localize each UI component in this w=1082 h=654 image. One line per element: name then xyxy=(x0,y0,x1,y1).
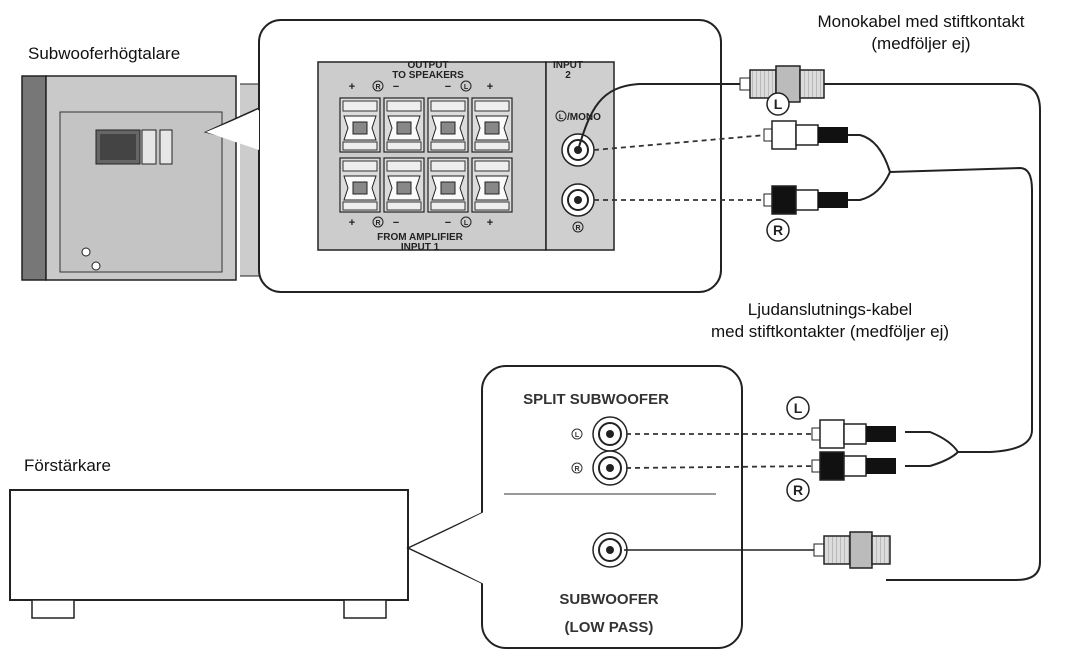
audio-cable xyxy=(848,134,1033,467)
channel-circle xyxy=(372,216,384,228)
subwoofer-speaker-label: Subwooferhögtalare xyxy=(28,44,181,63)
subwoofer-speaker xyxy=(21,75,261,281)
plug-mark-r-top: R xyxy=(766,218,790,242)
mono-l-mark: L xyxy=(559,114,564,121)
polarity-mark: + xyxy=(349,81,355,93)
input2-r-mark: R xyxy=(575,225,580,232)
input2-label-num: 2 xyxy=(565,70,571,81)
channel-mark: R xyxy=(375,220,380,227)
input2-label-top: INPUT xyxy=(553,60,583,71)
amplifier-rear-panel xyxy=(412,365,743,649)
polarity-mark: + xyxy=(487,217,493,229)
amplifier-unit xyxy=(9,489,409,619)
subwoofer-rear-panel xyxy=(206,19,722,293)
speaker-terminal xyxy=(383,157,425,213)
polarity-mark: − xyxy=(445,217,451,229)
polarity-mark: + xyxy=(487,81,493,93)
audio-cable-label-line1: Ljudanslutnings-kabel xyxy=(747,300,913,319)
mono-cable-label-line2: (medföljer ej) xyxy=(871,34,971,53)
input1-label: INPUT 1 xyxy=(401,242,440,253)
plug-mark-l-bottom: L xyxy=(786,396,810,420)
channel-mark: L xyxy=(464,220,469,227)
audio-cable-label-line2: med stiftkontakter (medföljer ej) xyxy=(710,322,950,341)
mono-plug-top xyxy=(739,65,825,103)
channel-circle xyxy=(372,80,384,92)
channel-mark: L xyxy=(464,84,469,91)
amp-r-circle xyxy=(571,462,583,474)
plug-mark-l-top: L xyxy=(766,92,790,116)
amp-r-mark: R xyxy=(574,466,579,473)
dashed-connections xyxy=(593,134,821,469)
polarity-mark: − xyxy=(393,81,399,93)
channel-mark: R xyxy=(375,84,380,91)
plug-left-bottom xyxy=(811,419,896,449)
amp-l-circle xyxy=(571,428,583,440)
mono-cable-label-line1: Monokabel med stiftkontakt xyxy=(817,12,1025,31)
plug-right-bottom xyxy=(811,451,896,481)
amplifier-label: Förstärkare xyxy=(24,456,111,475)
plug-left-top xyxy=(763,120,848,150)
plug-right-top xyxy=(763,185,848,215)
mono-plug-bottom xyxy=(813,531,891,569)
to-speakers-label: TO SPEAKERS xyxy=(392,70,464,81)
channel-circle xyxy=(460,80,472,92)
speaker-terminal xyxy=(427,157,469,213)
subwoofer-low-pass-title: SUBWOOFER xyxy=(559,591,658,608)
low-pass-label: (LOW PASS) xyxy=(565,619,654,636)
speaker-terminal xyxy=(383,97,425,153)
speaker-terminal xyxy=(339,97,381,153)
input2-r-circle xyxy=(572,221,584,233)
svg-text:L: L xyxy=(794,400,803,416)
polarity-mark: − xyxy=(445,81,451,93)
speaker-terminal xyxy=(339,157,381,213)
speaker-terminal xyxy=(471,97,513,153)
mono-l-circle xyxy=(555,110,567,122)
polarity-mark: + xyxy=(349,217,355,229)
speaker-terminal xyxy=(427,97,469,153)
speaker-terminal-grid: + − − + R L + − − + R L xyxy=(339,80,513,229)
mono-label: /MONO xyxy=(567,112,601,123)
polarity-mark: − xyxy=(393,217,399,229)
speaker-terminal xyxy=(471,157,513,213)
amp-l-mark: L xyxy=(575,432,580,439)
svg-text:R: R xyxy=(793,482,803,498)
split-subwoofer-title: SPLIT SUBWOOFER xyxy=(523,391,669,408)
output-label: OUTPUT xyxy=(407,60,448,71)
svg-text:L: L xyxy=(774,96,783,112)
from-amplifier-label: FROM AMPLIFIER xyxy=(377,232,464,243)
channel-circle xyxy=(460,216,472,228)
plug-mark-r-bottom: R xyxy=(786,478,810,502)
svg-text:R: R xyxy=(773,222,783,238)
